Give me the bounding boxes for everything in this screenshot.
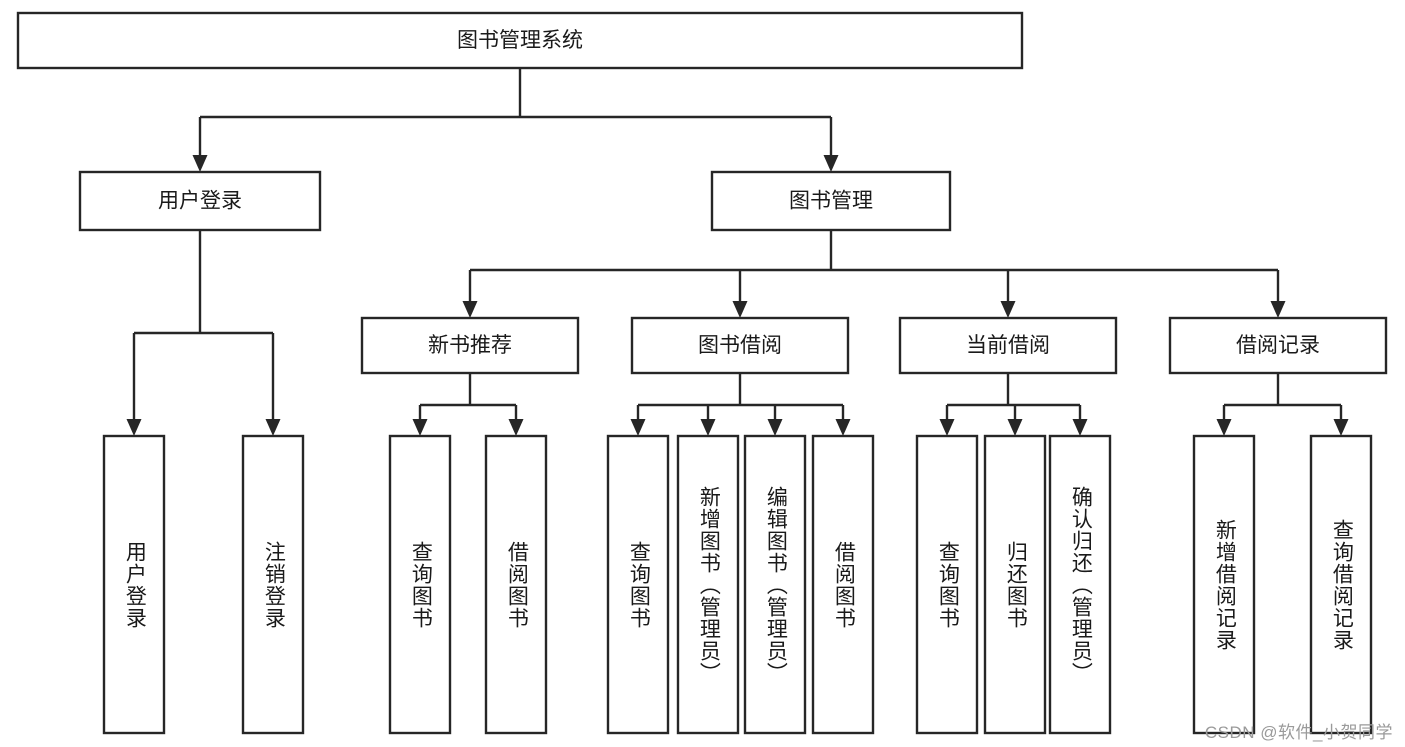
node-box-level3-3[interactable]: [1168, 316, 1388, 375]
node-box-level3-0[interactable]: [360, 316, 580, 375]
node-box-level2-0[interactable]: [78, 170, 322, 232]
node-box-level3-2[interactable]: [898, 316, 1118, 375]
node-box-leaf-4[interactable]: [606, 434, 670, 735]
node-box-leaf-2[interactable]: [388, 434, 452, 735]
boxes-layer: [16, 11, 1388, 735]
node-box-leaf-8[interactable]: [915, 434, 979, 735]
node-box-leaf-0[interactable]: [102, 434, 166, 735]
node-label-level3-2: 当前借阅: [966, 334, 1050, 357]
node-label-level3-0: 新书推荐: [428, 334, 512, 357]
node-box-leaf-12[interactable]: [1309, 434, 1373, 735]
node-label-level3-3: 借阅记录: [1236, 334, 1320, 357]
csdn-watermark: CSDN @软件_小贺同学: [1204, 723, 1393, 742]
node-box-level3-1[interactable]: [630, 316, 850, 375]
node-label-level2-1: 图书管理: [789, 190, 873, 213]
node-box-root[interactable]: [16, 11, 1024, 70]
connectors-layer: [126, 68, 1349, 436]
node-box-leaf-7[interactable]: [811, 434, 875, 735]
node-box-leaf-1[interactable]: [241, 434, 305, 735]
node-box-leaf-5[interactable]: [676, 434, 740, 735]
node-box-leaf-6[interactable]: [743, 434, 807, 735]
node-box-leaf-10[interactable]: [1048, 434, 1112, 735]
node-box-leaf-9[interactable]: [983, 434, 1047, 735]
node-box-level2-1[interactable]: [710, 170, 952, 232]
node-label-level3-1: 图书借阅: [698, 334, 782, 357]
node-label-root: 图书管理系统: [457, 29, 583, 52]
node-label-level2-0: 用户登录: [158, 190, 242, 213]
node-box-leaf-3[interactable]: [484, 434, 548, 735]
node-box-leaf-11[interactable]: [1192, 434, 1256, 735]
